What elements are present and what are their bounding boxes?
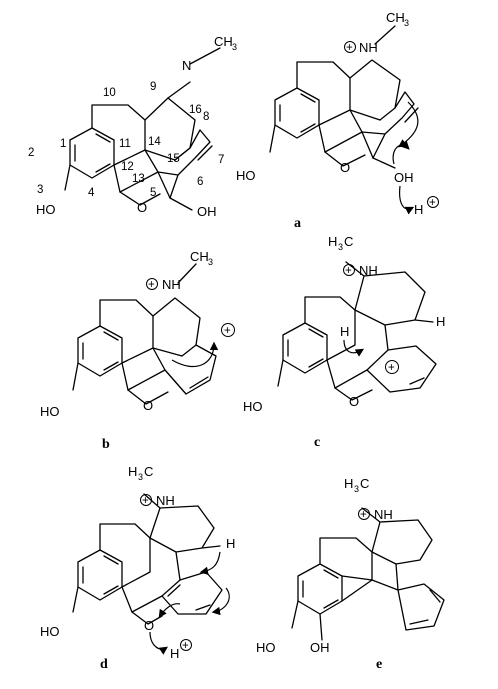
a-proton-label: H [414,202,423,217]
atom-number-9: 9 [150,81,156,93]
c-h3c-subscript: 3 [338,242,343,252]
d-curved-arrow-2 [211,587,230,616]
atom-number-15: 15 [167,153,180,165]
atom-number-3: 3 [37,184,43,196]
a-curved-arrow-1 [398,101,419,148]
b-curved-arrow [171,341,219,368]
atom-number-11: 11 [119,138,131,150]
svg-text:+: + [224,325,231,337]
d-ho-label: HO [40,624,60,639]
b-ring-oxygen: O [143,398,153,413]
morphine-structure: HO O OH N CH 3 1 2 3 4 5 6 7 8 9 10 11 1… [28,34,237,219]
svg-text:+: + [142,495,149,507]
d-o-label: O [144,618,154,633]
structure-e: HO OH NH + H 3 C e [256,476,445,672]
c-nh-label: NH [359,263,378,278]
morphine-oh3-label: HO [36,202,56,217]
a-curved-arrow-3 [399,185,415,215]
morphine-oh6-label: OH [197,204,217,219]
structure-b: HO O NH + CH 3 + b [40,249,235,452]
b-ho-label: HO [40,404,60,419]
a-ring-oxygen: O [340,160,350,175]
panel-label-b: b [102,437,110,452]
atom-number-6: 6 [197,176,203,188]
svg-text:+: + [148,279,155,291]
svg-text:+: + [346,42,353,54]
d-h3c-h: H [128,464,137,479]
c-ho-label: HO [243,399,263,414]
a-oh-label: OH [394,170,414,185]
c-ring-oxygen: O [349,394,359,409]
c-h-left-label: H [340,324,349,339]
atom-number-16: 16 [189,104,202,116]
svg-text:+: + [429,197,436,209]
c-carbocation-charge: + [385,360,399,374]
morphine-atom-numbers: 1 2 3 4 5 6 7 8 9 10 11 12 13 14 15 16 [28,81,224,199]
atom-number-5: 5 [150,187,156,199]
d-proton-label: H [170,646,179,661]
d-curved-arrow-1 [199,551,221,575]
panel-label-c: c [314,435,320,450]
atom-number-12: 12 [121,161,134,173]
svg-text:+: + [388,362,395,374]
structure-d: HO O NH + H 3 C H H + d [40,464,235,672]
atom-number-2: 2 [28,147,34,159]
d-nh-plus-charge: + [140,494,152,507]
morphine-ring-oxygen: O [137,200,147,215]
d-h3c-c: C [144,464,153,479]
atom-number-8: 8 [203,111,209,123]
a-ho-label: HO [236,168,256,183]
d-curved-arrow-4 [149,631,168,655]
panel-label-d: d [100,657,108,672]
a-proton-plus-charge: + [427,196,439,209]
b-nh-label: NH [162,277,181,292]
atom-number-7: 7 [218,154,224,166]
svg-text:+: + [360,509,367,521]
c-h-right-label: H [436,314,445,329]
panel-label-e: e [376,657,382,672]
b-ch3-label: CH [190,249,209,264]
e-oh-label: OH [310,640,330,655]
atom-number-14: 14 [148,136,161,148]
a-nh-label: NH [359,40,378,55]
atom-number-1: 1 [60,138,66,150]
svg-text:+: + [345,265,352,277]
e-nh-label: NH [374,507,393,522]
morphine-n-label: N [182,58,191,73]
morphine-ch3-subscript: 3 [232,42,237,52]
e-ho-label: HO [256,640,276,655]
c-h3c-c: C [344,234,353,249]
a-curved-arrow-2 [392,140,410,165]
d-h3c-subscript: 3 [138,472,143,482]
panel-label-a: a [294,216,301,231]
e-nh-plus-charge: + [358,508,370,521]
svg-text:+: + [182,640,189,652]
a-ch3-subscript: 3 [404,18,409,28]
structure-a: HO O OH NH + CH 3 H + a [236,10,439,231]
d-h-right-label: H [226,536,235,551]
c-nh-plus-charge: + [343,264,355,277]
e-h3c-c: C [360,476,369,491]
atom-number-13: 13 [132,173,145,185]
atom-number-4: 4 [88,187,95,199]
d-nh-label: NH [156,493,175,508]
e-h3c-subscript: 3 [354,484,359,494]
b-carbocation-charge: + [221,323,235,337]
c-h3c-h: H [328,234,337,249]
a-ch3-label: CH [386,10,405,25]
structure-c: HO O NH + H 3 C H H + c [243,234,445,450]
b-nh-plus-charge: + [146,278,158,291]
c-curved-arrow [343,339,365,357]
d-curved-arrow-3 [158,603,181,618]
a-nh-plus-charge: + [344,41,356,54]
d-proton-plus-charge: + [180,639,192,652]
e-h3c-h: H [344,476,353,491]
atom-number-10: 10 [103,87,116,99]
b-ch3-subscript: 3 [208,257,213,267]
morphine-ch3-label: CH [214,34,233,49]
